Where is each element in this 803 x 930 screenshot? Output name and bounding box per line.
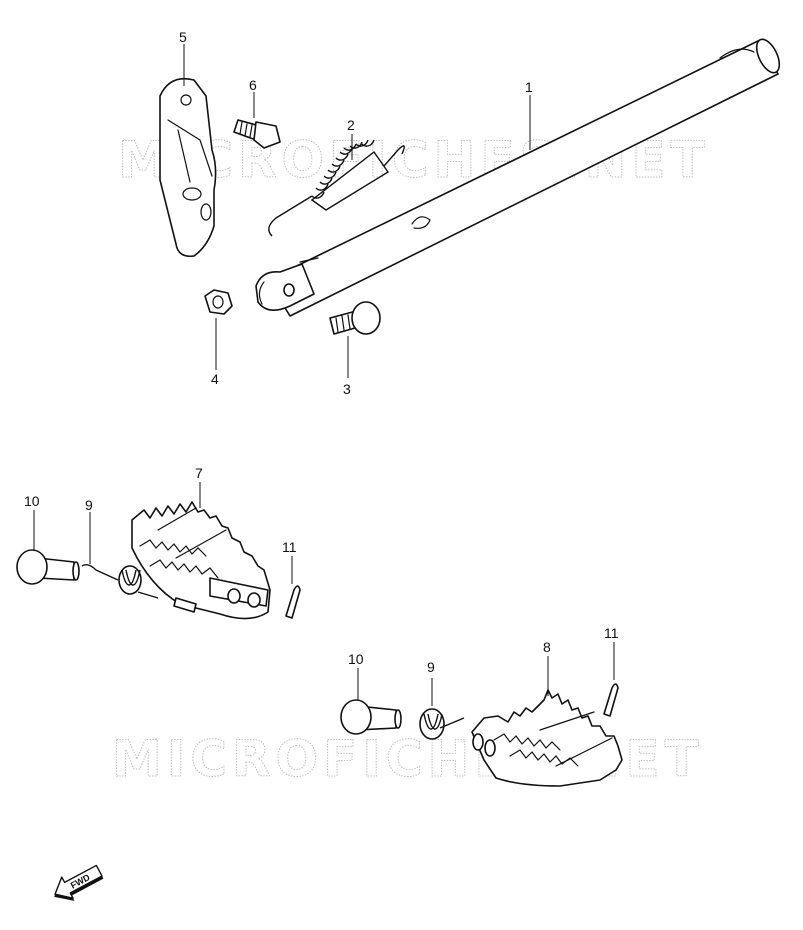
callout-part-4: 4 [211, 371, 219, 387]
callout-part-3: 3 [343, 381, 351, 397]
forward-arrow-icon: FWD [54, 864, 104, 901]
callout-part-6: 6 [249, 77, 257, 93]
bolt-part-3 [329, 301, 381, 335]
footrest-part-7 [131, 501, 271, 620]
nut-part-4 [204, 289, 233, 315]
bracket-part-5 [159, 77, 217, 258]
pin-part-10-right [340, 699, 402, 735]
cotter-pin-part-11-right [603, 683, 619, 717]
callout-part-11-left: 11 [282, 539, 297, 555]
cotter-pin-part-11-left [285, 585, 301, 619]
callout-part-9-right: 9 [427, 659, 435, 675]
leader-lines [33, 44, 615, 706]
spring-part-9-left [81, 563, 159, 599]
bolt-part-6 [233, 119, 281, 149]
callout-part-2: 2 [347, 117, 355, 133]
callout-part-11-right: 11 [604, 625, 619, 641]
callout-part-7: 7 [195, 465, 203, 481]
spring-part-9-right [419, 708, 465, 740]
callout-part-8: 8 [543, 639, 551, 655]
side-stand [255, 38, 781, 317]
stand-spring [268, 139, 405, 237]
callout-part-9-left: 9 [85, 497, 93, 513]
callout-part-1: 1 [525, 79, 533, 95]
callout-part-5: 5 [179, 29, 187, 45]
footrest-part-8 [471, 689, 623, 787]
callout-part-10-left: 10 [24, 493, 40, 509]
pin-part-10-left [16, 549, 80, 585]
callout-part-10-right: 10 [348, 651, 364, 667]
